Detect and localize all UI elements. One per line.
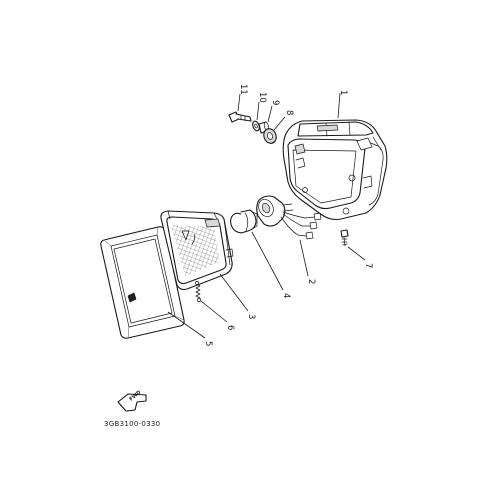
callout-1: 1 — [338, 90, 348, 95]
leader-lines — [167, 92, 366, 339]
callout-4: 4 — [281, 293, 291, 298]
callout-2: 2 — [306, 279, 316, 284]
headlight-bulb — [230, 209, 258, 234]
callout-3: 3 — [246, 314, 256, 319]
callout-9: 9 — [270, 100, 280, 105]
bulb-socket — [256, 195, 322, 240]
callout-7: 7 — [363, 263, 373, 268]
screw — [340, 229, 349, 247]
callout-8: 8 — [284, 110, 294, 115]
mounting-bolt — [228, 111, 252, 123]
part-callouts: 1 11 10 9 8 2 4 3 5 6 7 — [203, 84, 373, 346]
headlight-housing — [282, 119, 388, 221]
grommet — [261, 128, 277, 144]
callout-6: 6 — [225, 325, 235, 330]
headlight-rim — [100, 226, 185, 339]
callout-11: 11 — [238, 84, 248, 95]
drawing-code: 3GB3100-0330 — [104, 420, 160, 428]
callout-10: 10 — [257, 92, 267, 103]
adjusting-spring — [195, 281, 201, 302]
callout-5: 5 — [203, 341, 213, 346]
washer — [252, 120, 260, 132]
forward-arrow-icon: FWD — [117, 390, 147, 412]
headlight-unit — [160, 210, 234, 291]
